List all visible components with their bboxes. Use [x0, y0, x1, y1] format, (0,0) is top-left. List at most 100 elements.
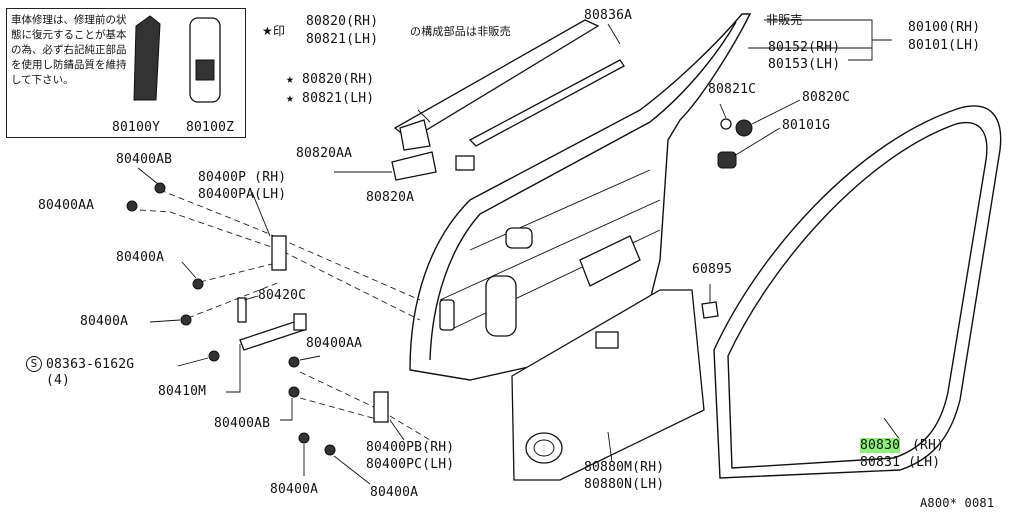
leader-80400A-4 [333, 455, 371, 485]
label-80400AB-bot: 80400AB [214, 416, 271, 431]
label-80400A-3: 80400A [270, 482, 319, 497]
leader-80880M [607, 431, 613, 463]
check-pin-80420C-part [237, 297, 247, 323]
leader-80400PB [389, 419, 405, 441]
label-80410M: 80410M [158, 384, 207, 399]
label-80400AA-left: 80400AA [38, 198, 95, 213]
leader-80400AB-bot [280, 398, 293, 421]
upper-hinge-part [271, 235, 287, 271]
leader-80101G [733, 127, 781, 157]
repair-note-text: 車体修理は、修理前の状態に復元することが基本の為、必ず右記純正部品を使用し防錆品… [11, 14, 127, 86]
assembly-line-4 [187, 281, 281, 319]
spray-can-label [195, 59, 215, 81]
washer-80821C-part [720, 118, 732, 130]
label-80820C: 80820C [802, 90, 851, 105]
check-stopper-part [293, 313, 307, 331]
assembly-line-2 [139, 209, 421, 321]
header-star-mark: ★印 [262, 24, 286, 38]
label-80821C: 80821C [708, 82, 757, 97]
leader-80830 [883, 417, 901, 441]
label-80100Y: 80100Y [112, 120, 161, 135]
diagram-code: A800* 0081 [920, 496, 995, 510]
bolt-80400A-3 [298, 432, 310, 444]
label-80152: 80152(RH) [768, 40, 841, 55]
leader-80820C [751, 99, 801, 125]
leader-80400P [251, 191, 271, 237]
door-trim-panel-part [511, 289, 705, 481]
trim-handle-recess [595, 331, 619, 349]
leader-08363 [177, 357, 209, 367]
header-part-lh: 80821(LH) [306, 32, 379, 47]
label-80830-highlighted: 80830 [860, 438, 901, 453]
door-latch-part [439, 299, 455, 331]
leader-80400AA-mid [299, 355, 321, 361]
screw-symbol-icon: S [26, 356, 42, 372]
label-80101: 80101(LH) [908, 38, 981, 53]
assembly-line-6 [299, 397, 381, 421]
leader-80820 [417, 109, 431, 123]
screw-08363 [208, 350, 220, 362]
label-80880M: 80880M(RH) [584, 460, 665, 475]
label-80400PC: 80400PC(LH) [366, 457, 455, 472]
weatherstrip-outer [713, 105, 1002, 479]
bolt-80400A-4 [324, 444, 336, 456]
assembly-line-5 [299, 371, 431, 441]
label-60895: 60895 [692, 262, 733, 277]
header-part-rh: 80820(RH) [306, 14, 379, 29]
label-80400AB-top: 80400AB [116, 152, 173, 167]
label-star-80820: ★ 80820(RH) [286, 72, 375, 87]
clip-80820AA-part [391, 151, 437, 181]
label-80400A-2: 80400A [80, 314, 129, 329]
label-80830-side: (RH) [912, 438, 945, 453]
door-opening-1 [505, 227, 533, 249]
leader-80836A [607, 23, 621, 45]
label-80100: 80100(RH) [908, 20, 981, 35]
leader-80400AB-top [137, 167, 159, 185]
label-80820A: 80820A [366, 190, 415, 205]
label-80400PB: 80400PB(RH) [366, 440, 455, 455]
label-80836A: 80836A [584, 8, 633, 23]
label-80100Z: 80100Z [186, 120, 235, 135]
trim-speaker-grille [525, 432, 563, 464]
label-80420C: 80420C [258, 288, 307, 303]
weatherstrip-inner [727, 122, 988, 469]
door-opening-2 [485, 275, 517, 337]
clip-small-part [455, 155, 475, 171]
repair-note-box: 車体修理は、修理前の状態に復元することが基本の為、必ず右記純正部品を使用し防錆品… [6, 8, 246, 138]
label-hi-hanbai: 非販売 [766, 13, 803, 27]
label-80400P: 80400P (RH) [198, 170, 287, 185]
assembly-line-3 [199, 261, 281, 283]
clip-80820C-part [735, 119, 753, 137]
bolt-80400AA-left [126, 200, 138, 212]
assembly-line-1 [159, 189, 421, 301]
bolt-80400A-1 [192, 278, 204, 290]
clip-60895-part [701, 301, 719, 319]
label-80153: 80153(LH) [768, 57, 841, 72]
leader-80821C [719, 103, 727, 119]
label-80400AA-mid: 80400AA [306, 336, 363, 351]
trim-speaker-inner [533, 439, 555, 457]
bolt-80400AB-top [154, 182, 166, 194]
clip-80101G-part [717, 151, 737, 169]
leader-80410M [226, 344, 241, 393]
label-80831: 80831 (LH) [860, 455, 941, 470]
label-screw-qty: (4) [46, 373, 71, 388]
label-80820AA: 80820AA [296, 146, 353, 161]
door-shell-outline [409, 13, 752, 381]
bolt-80400A-2 [180, 314, 192, 326]
door-opening-3 [579, 235, 641, 287]
label-80101G: 80101G [782, 118, 831, 133]
label-80400A-1: 80400A [116, 250, 165, 265]
outer-moulding-part [468, 59, 625, 147]
clip-part [399, 119, 431, 151]
leader-80420C [243, 295, 259, 301]
lower-hinge-part [373, 391, 389, 423]
label-80400PA: 80400PA(LH) [198, 187, 287, 202]
label-80880N: 80880N(LH) [584, 477, 665, 492]
label-08363-6162G: 08363-6162G [46, 357, 135, 372]
leader-80400A-2 [149, 319, 181, 323]
leader-80400A-1 [181, 261, 197, 279]
door-inner-frame [429, 21, 737, 361]
